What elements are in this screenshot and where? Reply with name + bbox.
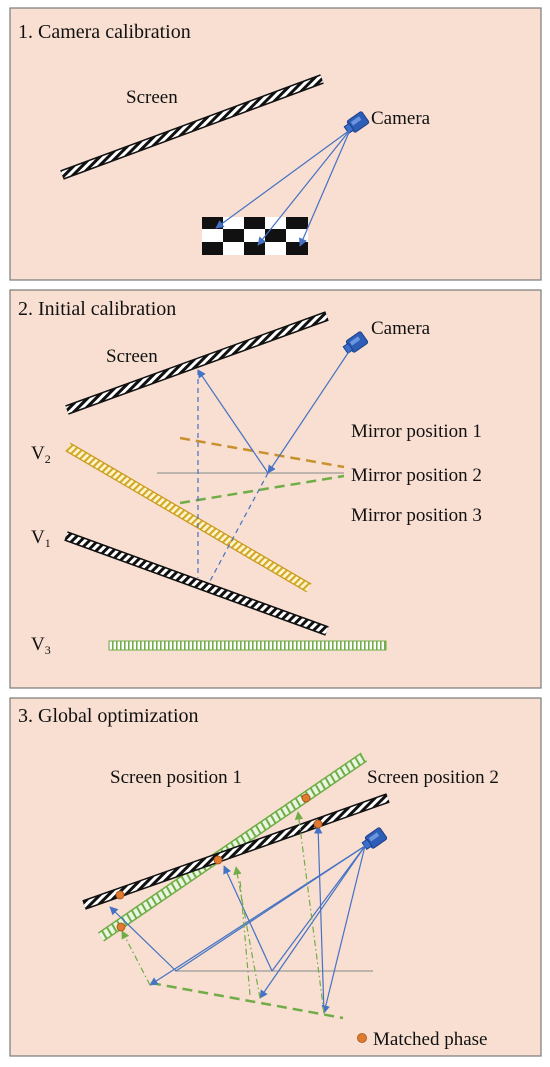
matched-phase-dot-icon (301, 793, 311, 803)
mirror-position-1-label: Mirror position 1 (351, 421, 482, 442)
screen-bar (65, 312, 329, 414)
panel-1-title: 1. Camera calibration (18, 21, 191, 43)
screen-v2-bar (66, 443, 311, 592)
legend: Matched phase (357, 1029, 487, 1050)
mirror-position-3-line (150, 981, 344, 1020)
mirror-position-3-label: Mirror position 3 (351, 505, 482, 526)
panel-2-background (9, 289, 542, 689)
checkerboard-icon (202, 217, 308, 255)
camera-rays (109, 825, 366, 1014)
screen-position-2-label: Screen position 2 (367, 767, 499, 788)
screen-bar (60, 75, 324, 179)
v1-label: V1 (31, 527, 51, 550)
mirror-position-1-line (179, 436, 345, 469)
panel-3-background (9, 697, 542, 1057)
v3-label: V3 (31, 634, 51, 657)
v2-label: V2 (31, 443, 51, 466)
panel-camera-calibration: 1. Camera calibration Screen Camera (9, 7, 542, 281)
camera-label: Camera (371, 318, 431, 339)
screen-position-1-label: Screen position 1 (110, 767, 242, 788)
screen-label: Screen (106, 346, 158, 367)
matched-phase-dot-icon (116, 922, 126, 932)
panel-global-optimization: 3. Global optimization Screen position 1… (9, 697, 542, 1057)
legend-label: Matched phase (373, 1029, 487, 1050)
panel-initial-calibration: 2. Initial calibration Screen Camera V2 … (9, 289, 542, 689)
camera-label: Camera (371, 108, 431, 129)
matched-phase-dot-icon (213, 855, 223, 865)
matched-phase-dot-icon (357, 1033, 367, 1043)
screen-label: Screen (126, 87, 178, 108)
screen-v1-bar (64, 532, 329, 635)
mirror-position-3-line (179, 474, 345, 505)
mirror-rays (197, 349, 351, 582)
camera-rays (215, 129, 351, 247)
matched-phase-dot-icon (313, 819, 323, 829)
panel-2-title: 2. Initial calibration (18, 298, 176, 320)
matched-phase-points (115, 793, 323, 932)
screen-position-2-bar (82, 794, 390, 909)
mirror-position-2-label: Mirror position 2 (351, 465, 482, 486)
screen-position-1-bar (98, 753, 367, 941)
matched-phase-dot-icon (115, 890, 125, 900)
panel-3-title: 3. Global optimization (18, 705, 199, 727)
matched-rays (121, 811, 325, 1014)
screen-v3-bar (108, 640, 387, 651)
